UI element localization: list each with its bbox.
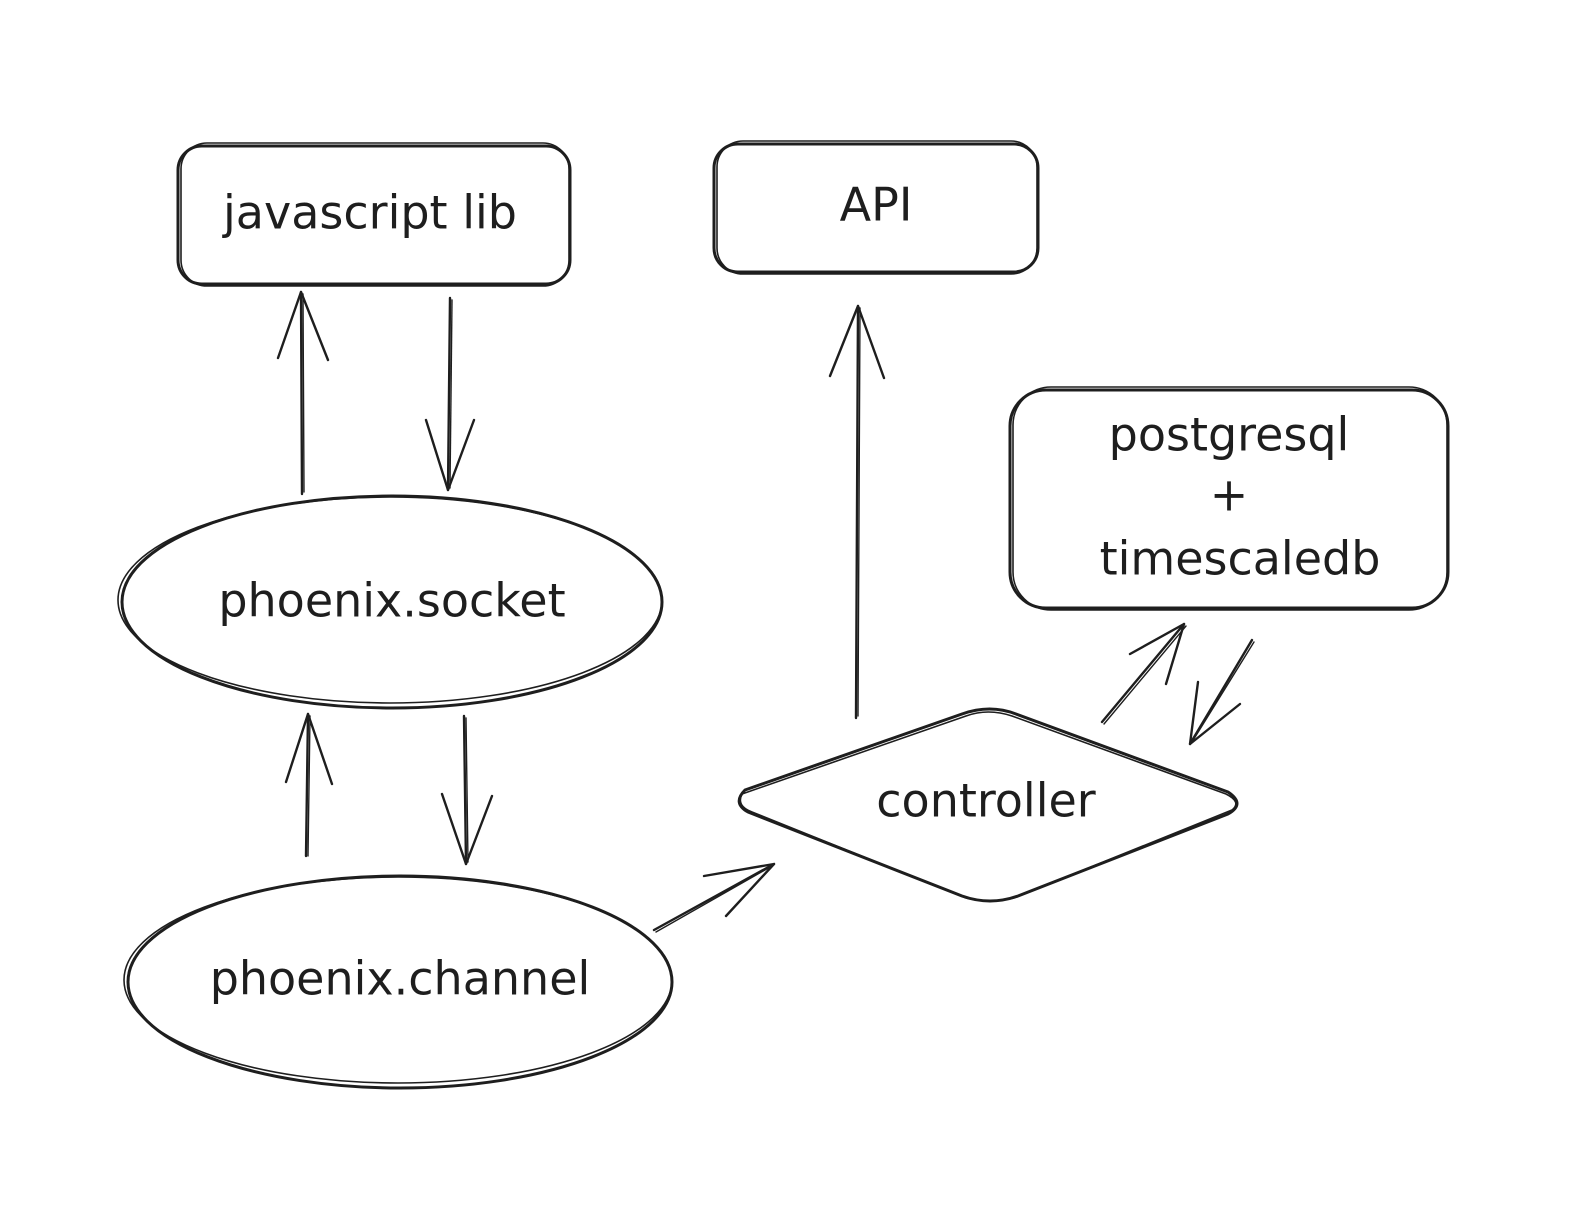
arrow-line xyxy=(652,862,776,932)
arrow-controller-to-postgresql xyxy=(1100,622,1187,725)
javascript-lib-node[interactable]: javascript lib xyxy=(176,142,572,287)
postgresql-timescaledb-node[interactable]: postgresql + timescaledb xyxy=(1008,386,1450,611)
arrow-line-sketch xyxy=(307,715,311,857)
controller-label: controller xyxy=(876,774,1096,828)
controller-diamond-sketch xyxy=(739,711,1237,902)
api-node[interactable]: API xyxy=(712,140,1040,275)
javascript-lib-box xyxy=(176,144,572,286)
arrow-line-sketch xyxy=(302,293,305,493)
arrow-channel-to-controller xyxy=(652,862,776,933)
arrow-line xyxy=(299,290,304,496)
arrowhead xyxy=(702,862,776,918)
postgresql-box xyxy=(1008,388,1450,610)
phoenix-channel-ellipse-sketch xyxy=(123,876,673,1084)
arrow-line-sketch xyxy=(449,299,453,489)
arrowhead xyxy=(1128,622,1186,686)
javascript-lib-label: javascript lib xyxy=(222,186,517,240)
arrow-jslib-to-socket xyxy=(424,296,476,492)
arrow-line xyxy=(1100,622,1186,724)
postgresql-box-sketch xyxy=(1012,386,1448,611)
arrow-line-sketch xyxy=(1103,625,1187,725)
arrowhead xyxy=(424,418,476,492)
arrow-socket-to-channel xyxy=(440,714,494,866)
arrow-line xyxy=(462,714,468,866)
postgresql-label: postgresql xyxy=(1109,408,1350,462)
arrow-line xyxy=(446,296,452,492)
api-label: API xyxy=(840,178,913,232)
arrow-line-sketch xyxy=(655,865,773,933)
arrow-line-sketch xyxy=(1191,641,1255,743)
arrowhead xyxy=(1188,680,1242,746)
arrowhead xyxy=(276,290,330,362)
phoenix-channel-label: phoenix.channel xyxy=(210,952,591,1006)
arrowhead xyxy=(440,792,494,866)
phoenix-socket-ellipse-sketch xyxy=(117,496,663,704)
arrow-line xyxy=(304,712,310,858)
arrow-line xyxy=(1188,638,1254,746)
arrow-line xyxy=(854,304,860,720)
api-box-sketch xyxy=(716,140,1038,275)
arrow-postgresql-to-controller xyxy=(1188,638,1255,746)
plus-label: + xyxy=(1210,468,1249,522)
phoenix-socket-label: phoenix.socket xyxy=(218,574,565,628)
controller-node[interactable]: controller xyxy=(737,707,1239,903)
arrow-controller-to-api xyxy=(828,304,886,720)
arrow-channel-to-socket xyxy=(284,712,334,858)
arrow-line-sketch xyxy=(857,307,861,717)
javascript-lib-box-sketch xyxy=(180,142,570,287)
arrowhead xyxy=(828,304,886,380)
timescaledb-label: timescaledb xyxy=(1100,532,1381,586)
controller-diamond xyxy=(737,707,1239,903)
api-box xyxy=(712,142,1040,274)
arrow-line-sketch xyxy=(465,717,469,863)
arrow-socket-to-jslib xyxy=(276,290,330,496)
phoenix-socket-node[interactable]: phoenix.socket xyxy=(117,494,664,710)
arrowhead xyxy=(284,712,334,786)
phoenix-channel-node[interactable]: phoenix.channel xyxy=(123,874,674,1090)
